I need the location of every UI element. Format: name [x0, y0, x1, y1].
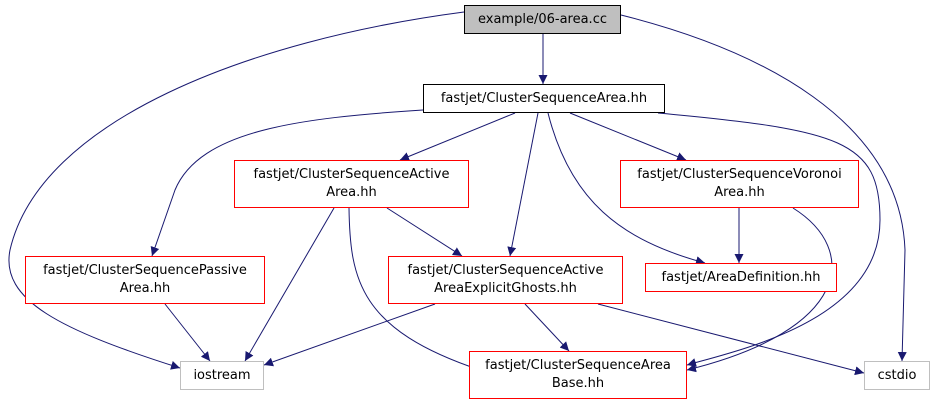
node-label-line: fastjet/AreaDefinition.hh	[661, 269, 821, 285]
node-label-line: example/06-area.cc	[478, 11, 607, 27]
node-label-line: Area.hh	[326, 185, 377, 200]
node-cluster-sequence-passive-area-hh[interactable]: fastjet/ClusterSequencePassive Area.hh	[25, 256, 265, 304]
edge-active-to-ghosts	[386, 207, 463, 257]
node-label-line: fastjet/ClusterSequenceArea	[485, 358, 671, 373]
node-label-line: fastjet/ClusterSequencePassive	[43, 263, 247, 278]
node-label-line: fastjet/ClusterSequenceArea.hh	[440, 90, 648, 106]
node-cluster-sequence-voronoi-area-hh[interactable]: fastjet/ClusterSequenceVoronoi Area.hh	[620, 160, 859, 208]
node-iostream[interactable]: iostream	[180, 361, 264, 390]
edge-csa-to-passive	[150, 109, 424, 257]
node-label-line: Base.hh	[551, 376, 605, 391]
node-label-line: fastjet/ClusterSequenceVoronoi	[637, 167, 842, 182]
node-label-line: fastjet/ClusterSequenceActive	[253, 167, 450, 182]
edge-root-to-iostream	[8, 11, 465, 370]
edge-root-to-cstdio	[620, 14, 907, 362]
node-example-06-area-cc[interactable]: example/06-area.cc	[464, 5, 621, 34]
node-label-line: Area.hh	[714, 185, 765, 200]
node-label-line: AreaExplicitGhosts.hh	[434, 281, 577, 296]
edge-active-to-base	[348, 207, 481, 372]
edge-csa-to-active	[399, 112, 516, 161]
node-cluster-sequence-area-hh[interactable]: fastjet/ClusterSequenceArea.hh	[423, 84, 665, 113]
edge-csa-to-ghosts	[507, 112, 539, 257]
node-label-line: Area.hh	[119, 281, 171, 296]
edge-active-to-iostream	[244, 207, 335, 362]
node-cluster-sequence-active-area-explicit-ghosts-hh[interactable]: fastjet/ClusterSequenceActive AreaExplic…	[388, 256, 623, 304]
node-cstdio[interactable]: cstdio	[864, 361, 930, 390]
edge-csa-to-areadef	[547, 112, 706, 265]
node-cluster-sequence-active-area-hh[interactable]: fastjet/ClusterSequenceActive Area.hh	[234, 160, 469, 208]
edge-csa-to-base	[657, 112, 881, 367]
node-label-line: iostream	[193, 367, 251, 383]
edge-ghosts-to-iostream	[263, 303, 436, 367]
edge-ghosts-to-base	[524, 303, 570, 352]
edge-csa-to-voronoi	[569, 112, 687, 161]
edge-passive-to-iostream	[164, 303, 211, 362]
node-label-line: fastjet/ClusterSequenceActive	[407, 263, 604, 278]
node-cluster-sequence-area-base-hh[interactable]: fastjet/ClusterSequenceArea Base.hh	[469, 351, 687, 399]
edge-ghosts-to-cstdio	[597, 303, 865, 376]
node-area-definition-hh[interactable]: fastjet/AreaDefinition.hh	[645, 263, 837, 292]
node-label-line: cstdio	[877, 367, 917, 383]
